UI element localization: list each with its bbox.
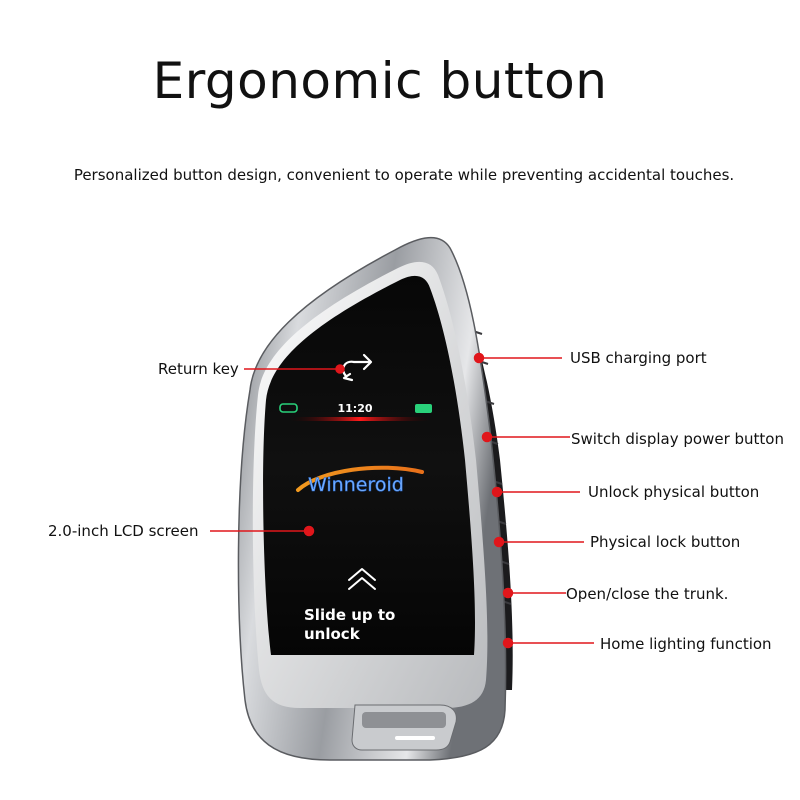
battery-left-icon (279, 403, 298, 413)
brand-logo: Winneroid (308, 474, 404, 496)
callout-unlock-button: Unlock physical button (588, 483, 760, 501)
chevron-up-icon[interactable] (348, 568, 376, 590)
callout-home-lighting: Home lighting function (600, 635, 772, 653)
return-arrow-icon[interactable] (342, 353, 373, 382)
slide-text-line2: unlock (304, 625, 361, 643)
callout-lock-button: Physical lock button (590, 533, 741, 551)
callout-lcd-screen: 2.0-inch LCD screen (48, 522, 199, 540)
status-time: 11:20 (337, 402, 372, 415)
lcd-screen (263, 275, 475, 655)
connector-slot (362, 712, 446, 728)
brand-swoosh (296, 465, 424, 492)
slide-text-line1: Slide up to (304, 606, 395, 624)
connector-highlight (395, 736, 435, 740)
callout-lines (210, 352, 594, 649)
callout-display-power: Switch display power button (571, 430, 784, 448)
page-subtitle: Personalized button design, convenient t… (73, 166, 735, 184)
status-red-bar (290, 417, 430, 421)
callout-return-key: Return key (158, 360, 239, 378)
page-title: Ergonomic button (152, 52, 608, 110)
callout-usb-port: USB charging port (570, 349, 707, 367)
battery-right-icon (415, 404, 432, 413)
callout-trunk: Open/close the trunk. (566, 585, 729, 603)
